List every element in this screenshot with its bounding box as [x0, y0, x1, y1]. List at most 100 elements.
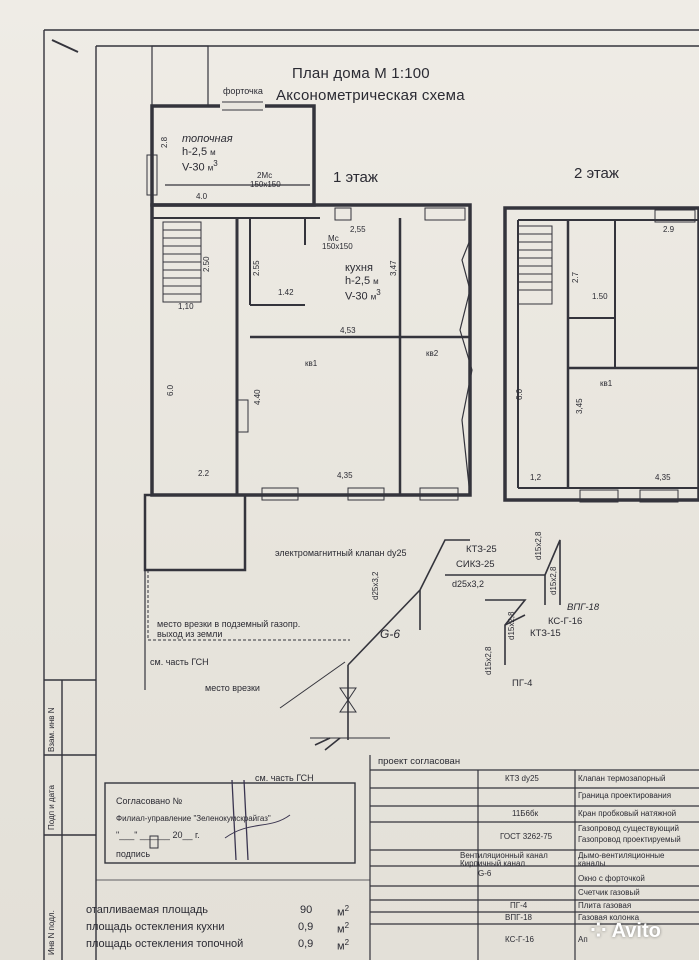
dim-6-0: 6.0 [166, 384, 175, 396]
scheme-d25-b: d25х3,2 [452, 579, 485, 589]
scheme-kt3-15: КТЗ-15 [530, 628, 561, 639]
legend-desc-4: Газопровод проектируемый [578, 835, 681, 844]
area-label-0: отапливаемая площадь [86, 904, 209, 916]
gas-scheme-lines [279, 539, 561, 751]
dim-1-42: 1.42 [278, 288, 294, 297]
floor2-label: 2 этаж [574, 165, 619, 182]
avito-watermark: ⁘ Avito [590, 920, 661, 942]
legend-desc-2: Кран пробковый натяжной [578, 809, 677, 818]
legend-code-11: КС-Г-16 [505, 935, 534, 944]
dim-4-53: 4,53 [340, 326, 356, 335]
dim-2-55b: 2.55 [252, 260, 261, 276]
scheme-vyhod: выход из земли [157, 629, 223, 639]
legend-code-7: G-6 [478, 869, 492, 878]
legend-table [369, 755, 699, 960]
scheme-sikz-25: СИКЗ-25 [456, 559, 495, 570]
legend-code-0: КТЗ dy25 [505, 774, 539, 783]
dim-4-40: 4.40 [253, 389, 262, 405]
legend-code-5: Вентиляционный канал [460, 851, 548, 860]
side-inv-podl: Инв N подл. [47, 910, 56, 955]
scheme-kt3-25: КТЗ-25 [466, 544, 497, 555]
floor1-label: 1 этаж [333, 169, 378, 186]
stamp-date: "___" ______ 20__ г. [116, 830, 200, 840]
title-plan: План дома М 1:100 [292, 65, 430, 82]
legend-desc-3: Газопровод существующий [578, 824, 680, 833]
stamp-filial: Филиал-управление "Зеленокумскрайгаз" [116, 814, 271, 823]
legend-code-6: Кирпичный канал [460, 859, 526, 868]
topochnaya-volume: V-30 м3 [182, 159, 218, 174]
scheme-d15-4: d15х2,8 [484, 646, 493, 675]
fortochka-label: форточка [223, 86, 263, 96]
f2-dim-2-7: 2.7 [571, 271, 580, 283]
mc-top-size: 150х150 [250, 180, 281, 189]
tag-kv1-floor2: кв1 [600, 379, 613, 388]
dim-2-55a: 2,55 [350, 225, 366, 234]
area-value-2: 0,9 [298, 938, 314, 950]
topochnaya-height: h-2,5 м [182, 146, 216, 158]
dim-3-47: 3,47 [389, 260, 398, 276]
legend-code-4: ГОСТ 3262-75 [500, 832, 553, 841]
approval-box [104, 782, 356, 864]
dim-1-10: 1,10 [178, 302, 194, 311]
scheme-d15-3: d15х2,8 [507, 611, 516, 640]
kitchen-volume: V-30 м3 [345, 288, 381, 303]
legend-desc-5: Дымо-вентиляционные [578, 851, 665, 860]
floor2-outline [503, 206, 699, 502]
dim-2-2: 2.2 [198, 469, 210, 478]
topochnaya-outline [150, 104, 316, 207]
scheme-mesto-vrezki: место врезки [205, 683, 260, 693]
scheme-pg-4: ПГ-4 [512, 678, 533, 689]
legend-desc-6: каналы [578, 859, 606, 868]
dim-2-8: 2.8 [160, 136, 169, 148]
floor1-outline [150, 203, 472, 497]
scheme-g-6: G-6 [380, 627, 401, 641]
f2-dim-3-45: 3,45 [575, 398, 584, 414]
scheme-sm-gsn-1: см. часть ГСН [150, 657, 209, 667]
scheme-d15-1: d15х2,8 [534, 531, 543, 560]
f2-dim-2-9: 2.9 [663, 225, 675, 234]
legend-desc-11: Ап [578, 935, 588, 944]
stamp-proekt: проект согласован [378, 756, 461, 767]
area-value-1: 0,9 [298, 921, 314, 933]
scheme-d15-2: d15х2,8 [549, 566, 558, 595]
stamp-soglasovano: Согласовано № [116, 796, 183, 806]
f2-dim-1-2: 1,2 [530, 473, 542, 482]
mc-kitchen-label: Мс [328, 234, 339, 243]
legend-desc-9: Плита газовая [578, 901, 632, 910]
legend-code-10: ВПГ-18 [505, 913, 532, 922]
legend-desc-7: Окно с форточкой [578, 874, 645, 883]
scheme-vpg-18: ВПГ-18 [567, 602, 600, 613]
tag-kv1-floor1: кв1 [305, 359, 318, 368]
area-value-0: 90 [300, 904, 313, 916]
legend-desc-10: Газовая колонка [578, 913, 640, 922]
legend-code-9: ПГ-4 [510, 901, 528, 910]
scheme-ks-g-16: КС-Г-16 [548, 616, 583, 627]
f2-dim-1-50: 1.50 [592, 292, 608, 301]
area-unit-0: м2 [337, 904, 350, 919]
side-vzam: Взам. инв N [47, 707, 56, 752]
scheme-d25-a: d25х3,2 [371, 571, 380, 600]
legend-desc-0: Клапан термозапорный [578, 774, 666, 783]
avito-logo-icon: ⁘ [590, 920, 612, 942]
f2-dim-4-35: 4,35 [655, 473, 671, 482]
dim-4-0: 4.0 [196, 192, 208, 201]
title-axonometric: Аксонометрическая схема [276, 87, 465, 104]
area-label-1: площадь остекления кухни [86, 921, 225, 933]
tag-kv2-floor1: кв2 [426, 349, 439, 358]
scheme-vrezka-podzem: место врезки в подземный газопр. [157, 619, 301, 629]
mc-kitchen-size: 150х150 [322, 242, 353, 251]
kitchen-height: h-2,5 м [345, 275, 379, 287]
dim-4-35: 4,35 [337, 471, 353, 480]
area-label-2: площадь остекления топочной [86, 938, 244, 950]
topochnaya-name: топочная [182, 133, 233, 145]
mc-top-label: 2Мс [257, 171, 273, 180]
area-unit-1: м2 [337, 921, 350, 936]
area-unit-2: м2 [337, 938, 350, 953]
scheme-sm-gsn-2: см. часть ГСН [255, 773, 314, 783]
kitchen-name: кухня [345, 262, 373, 274]
dim-2-50: 2.50 [202, 256, 211, 272]
stamp-podpis: подпись [116, 849, 151, 859]
legend-code-2: 11Б6бк [512, 809, 539, 818]
